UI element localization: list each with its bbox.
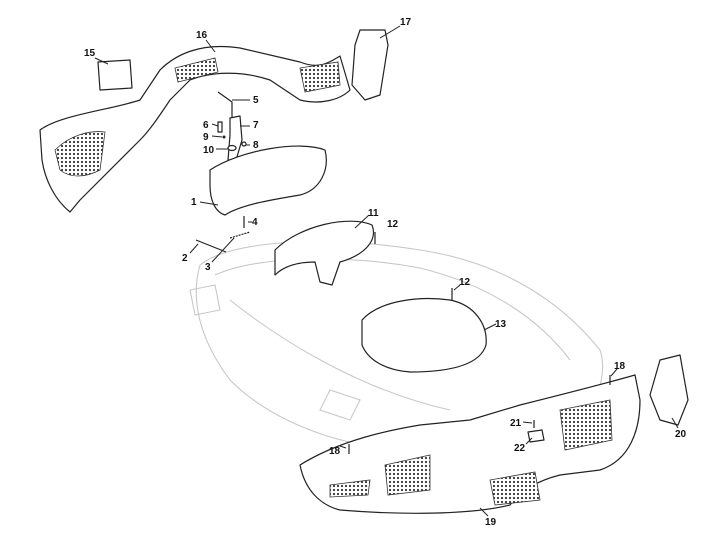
callout-3: 3 <box>205 262 211 273</box>
callout-16: 16 <box>196 30 208 41</box>
callout-10: 10 <box>203 145 215 156</box>
callout-20: 20 <box>675 429 687 440</box>
part-2-rod <box>195 239 227 253</box>
part-13-top-cover <box>361 298 487 373</box>
callout-8: 8 <box>253 140 259 151</box>
part-11-chute <box>274 220 374 286</box>
part-15-label <box>97 59 133 91</box>
leader-lines <box>94 25 679 517</box>
callout-13: 13 <box>495 319 507 330</box>
callout-22: 22 <box>514 443 526 454</box>
part-22-clip <box>527 429 545 443</box>
part-19-front-duct <box>299 374 641 514</box>
callout-15: 15 <box>84 48 96 59</box>
callout-11: 11 <box>368 208 379 219</box>
callout-17: 17 <box>400 17 412 28</box>
callout-1: 1 <box>191 197 197 208</box>
callout-18: 18 <box>329 446 341 457</box>
callout-21: 21 <box>510 418 522 429</box>
callout-7: 7 <box>253 120 259 131</box>
callout-9: 9 <box>203 132 209 143</box>
callout-19: 19 <box>485 517 497 528</box>
part-17-bracket <box>351 29 389 101</box>
callout-12: 12 <box>459 277 471 288</box>
part-20-bracket <box>649 354 689 426</box>
callout-6: 6 <box>203 120 209 131</box>
callout-18: 18 <box>614 361 626 372</box>
part-1-cover <box>209 145 327 216</box>
callout-12: 12 <box>387 219 399 230</box>
callout-4: 4 <box>252 217 258 228</box>
callout-5: 5 <box>253 95 259 106</box>
part-3-spring <box>229 231 251 239</box>
part-16-rear-duct <box>39 45 351 213</box>
callout-2: 2 <box>182 253 188 264</box>
